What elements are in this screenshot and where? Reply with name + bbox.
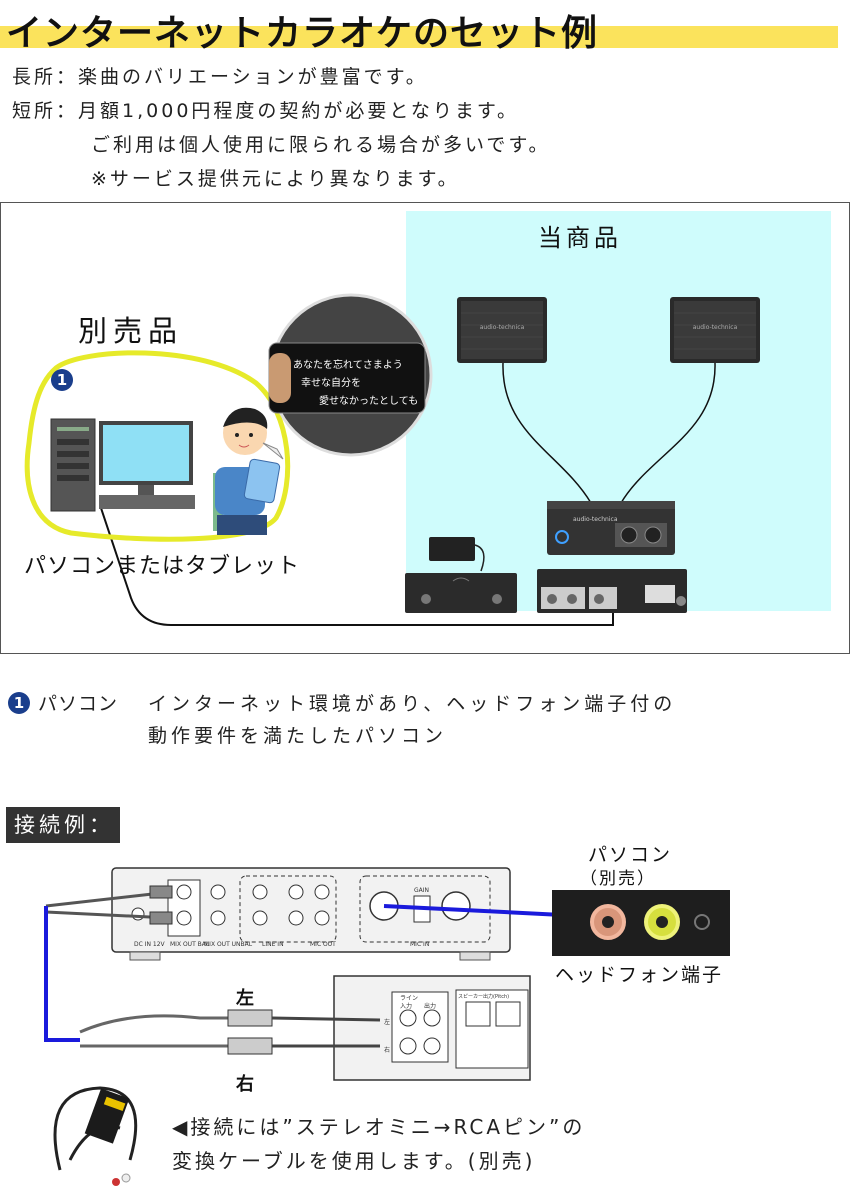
receiver-rear-panel: ライン 入力 出力 スピーカー出力(Pitch) 左 右	[333, 975, 531, 1081]
receiver-label: 右	[384, 1046, 390, 1054]
lyric-line: あなたを忘れてさまよう	[293, 358, 403, 371]
speaker-left-brand: audio-technica	[480, 324, 525, 331]
receiver-label: 入力	[400, 1002, 412, 1010]
pros-label: 長所：	[12, 66, 79, 88]
speaker-right-brand: audio-technica	[693, 324, 738, 331]
person-with-tablet-icon	[213, 407, 281, 535]
speaker-right-icon: audio-technica	[670, 297, 760, 363]
pros-text: 楽曲のバリエーションが豊富です。	[78, 66, 428, 88]
pros-cons: 長所：楽曲のバリエーションが豊富です。 短所：月額1,000円程度の契約が必要と…	[12, 60, 551, 196]
receiver-label: 出力	[424, 1002, 436, 1010]
wireless-receiver-icon	[405, 573, 517, 613]
cons-line: ※サービス提供元により異なります。	[91, 168, 460, 190]
number-badge: 1	[8, 692, 30, 714]
blue-cable	[44, 906, 80, 1042]
unit-label: MIX OUT UNBAL	[204, 941, 253, 948]
cons-line: ご利用は個人使用に限られる場合が多いです。	[91, 134, 551, 156]
monitor-icon	[99, 421, 195, 509]
pc-tablet-label: パソコンまたはタブレット	[24, 554, 301, 579]
mixer-front-panel: DC IN 12V MIX OUT BAL MIX OUT UNBAL LINE…	[111, 867, 511, 961]
number-badge: 1	[51, 369, 73, 391]
note-term: パソコン	[38, 693, 119, 715]
connection-diagram: DC IN 12V MIX OUT BAL MIX OUT UNBAL LINE…	[44, 867, 730, 1186]
unit-label: DC IN 12V	[134, 941, 166, 948]
ac-adapter-icon	[429, 537, 485, 572]
receiver-label: スピーカー出力(Pitch)	[458, 993, 509, 1000]
unit-label: GAIN	[414, 887, 429, 894]
rca-plug-left	[227, 1009, 273, 1027]
product-label: 当商品	[538, 224, 622, 252]
pc-tower-icon	[50, 418, 96, 512]
lyric-line: 愛せなかったとしても	[319, 394, 418, 407]
cable-note-line: ◀接続には”ステレオミニ→RCAピン”の	[172, 1115, 586, 1139]
headphone-jack-photo	[552, 890, 730, 956]
smartphone-zoom-bubble: あなたを忘れてさまよう 幸せな自分を 愛せなかったとしても	[262, 293, 433, 460]
conversion-cable-photo	[53, 1086, 138, 1186]
left-channel-label: 左	[236, 988, 254, 1009]
pc-sub-label: （別売）	[580, 869, 656, 889]
speaker-cable-right	[620, 362, 716, 504]
setup-diagram: audio-technica audio-technica audio-tech…	[0, 202, 850, 654]
mixer-unit-icon	[537, 569, 687, 613]
page-title: インターネットカラオケのセット例	[6, 13, 599, 54]
cable-note: ◀接続には”ステレオミニ→RCAピン”の 変換ケーブルを使用します。(別売)	[172, 1110, 585, 1178]
unit-label: MIC IN	[410, 941, 429, 948]
pros-row: 長所：楽曲のバリエーションが豊富です。	[12, 60, 551, 94]
cons-row: 短所：月額1,000円程度の契約が必要となります。	[12, 94, 551, 128]
amplifier-brand: audio-technica	[573, 516, 618, 523]
cons-text: 月額1,000円程度の契約が必要となります。	[78, 100, 519, 122]
note-desc-line: インターネット環境があり、ヘッドフォン端子付の	[148, 693, 677, 715]
note-description: インターネット環境があり、ヘッドフォン端子付の 動作要件を満たしたパソコン	[148, 688, 788, 752]
pc-label: パソコン	[588, 844, 673, 866]
lyric-line: 幸せな自分を	[301, 376, 361, 389]
receiver-label: ライン	[400, 995, 418, 1002]
rca-plug-right	[227, 1037, 273, 1055]
unit-label: MIC OUT	[310, 941, 336, 948]
headphone-jack-label: ヘッドフォン端子	[555, 964, 724, 986]
speaker-left-icon: audio-technica	[457, 297, 547, 363]
separate-items-label: 別売品	[78, 314, 184, 348]
receiver-label: 左	[384, 1018, 390, 1026]
cable-note-line: 変換ケーブルを使用します。(別売)	[172, 1149, 536, 1173]
section-label: 接続例：	[6, 807, 120, 843]
setup-illustration: audio-technica audio-technica audio-tech…	[24, 293, 760, 626]
amplifier-icon: audio-technica	[547, 501, 675, 555]
pc-to-mixer-cable	[100, 507, 614, 626]
title-highlight	[0, 26, 838, 48]
unit-label: LINE IN	[262, 941, 284, 948]
note-desc-line: 動作要件を満たしたパソコン	[148, 725, 448, 747]
right-channel-label: 右	[236, 1074, 254, 1095]
speaker-cable-left	[502, 362, 592, 504]
unit-label: MIX OUT BAL	[170, 941, 210, 948]
cons-label: 短所：	[12, 100, 79, 122]
